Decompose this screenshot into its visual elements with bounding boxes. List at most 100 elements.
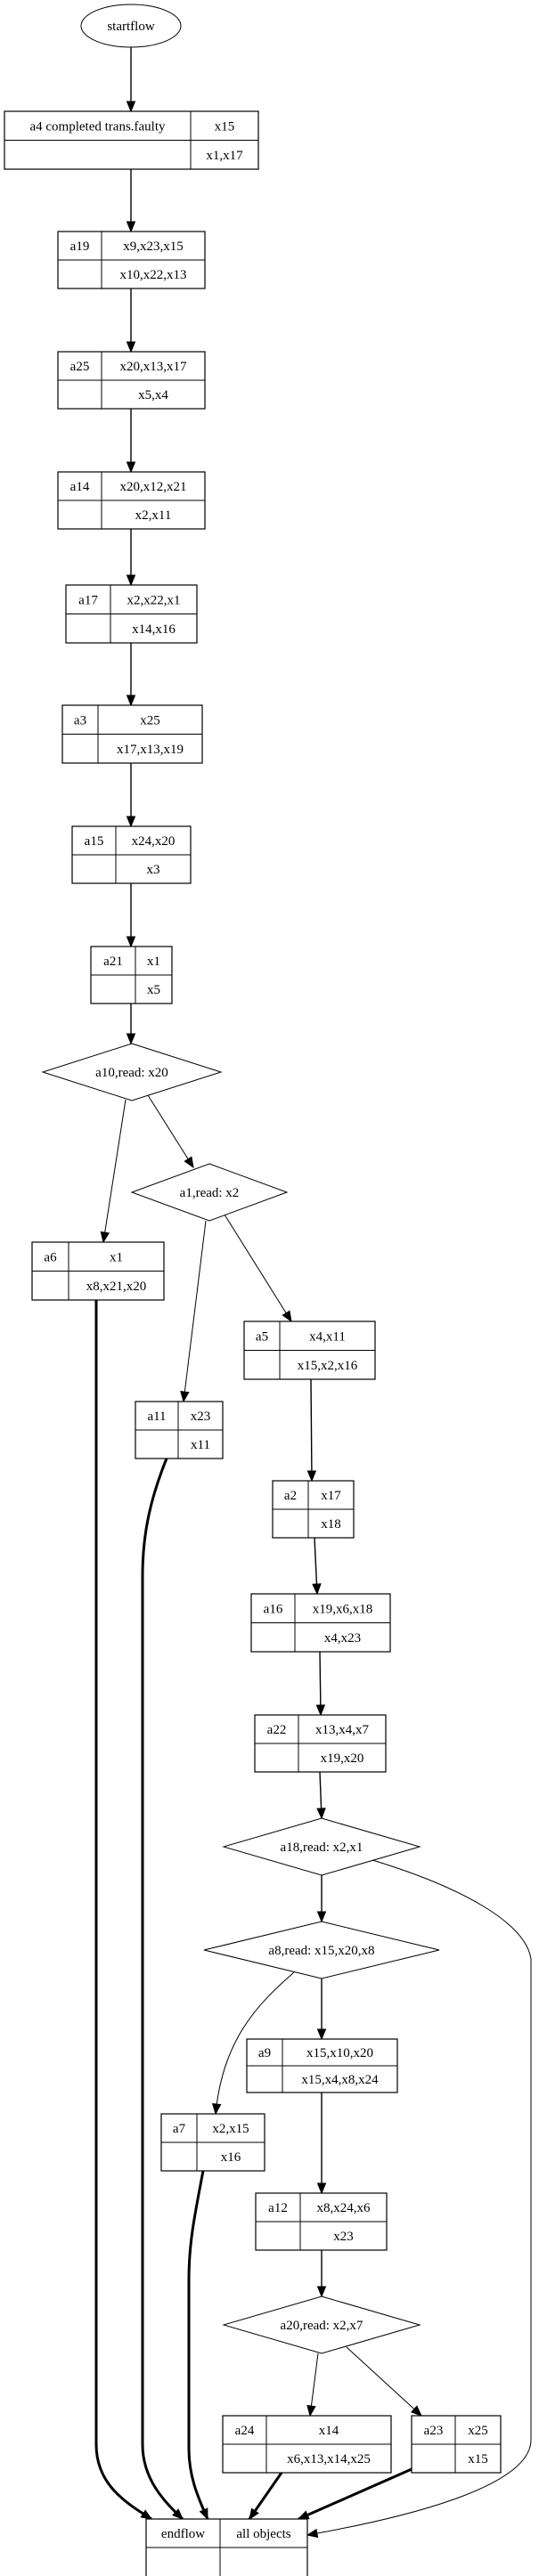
start-label: startflow bbox=[107, 20, 154, 34]
edge-line bbox=[298, 2467, 412, 2521]
activity-read-vars: x15,x4,x8,x24 bbox=[301, 2073, 379, 2087]
edge-a18-to-a8 bbox=[316, 1875, 327, 1923]
activity-name: a16 bbox=[264, 1602, 283, 1616]
edge-a10-to-a1 bbox=[147, 1094, 194, 1169]
activity-name: a7 bbox=[173, 2122, 186, 2136]
arrowhead-icon bbox=[126, 936, 136, 948]
arrowhead-icon bbox=[316, 1808, 326, 1820]
activity-written-vars: x9,x23,x15 bbox=[123, 240, 184, 254]
activity-node-a22[interactable]: a22 x13,x4,x7 x19,x20 bbox=[254, 1714, 387, 1773]
edge-a24-to-endflow bbox=[248, 2472, 283, 2521]
start-ellipse bbox=[80, 4, 182, 48]
end-label: endflow bbox=[161, 2527, 205, 2541]
decision-node-a1[interactable]: a1,read: x2 bbox=[130, 1163, 289, 1222]
activity-read-vars: x8,x21,x20 bbox=[86, 1280, 147, 1294]
arrowhead-icon bbox=[316, 2182, 327, 2195]
edge-line bbox=[319, 1651, 322, 1716]
edge-a4-to-a19 bbox=[126, 169, 136, 233]
activity-written-vars: x15,x10,x20 bbox=[306, 2046, 373, 2060]
edge-line bbox=[224, 1214, 292, 1322]
edge-a25-to-a14 bbox=[126, 409, 136, 474]
activity-written-vars: x13,x4,x7 bbox=[315, 1723, 370, 1737]
arrowhead-icon bbox=[126, 695, 136, 707]
edge-a2-to-a16 bbox=[312, 1537, 322, 1596]
arrowhead-icon bbox=[316, 1911, 327, 1923]
decision-node-a8[interactable]: a8,read: x15,x20,x8 bbox=[203, 1921, 440, 1979]
edge-a18-to-endflow bbox=[306, 1859, 532, 2539]
activity-name: a23 bbox=[424, 2424, 444, 2438]
arrowhead-icon bbox=[126, 461, 136, 474]
edge-a10-to-a6 bbox=[100, 1099, 127, 1244]
activity-name: a6 bbox=[44, 1250, 57, 1264]
edge-line bbox=[187, 2170, 209, 2520]
activity-written-vars: x24,x20 bbox=[132, 834, 176, 849]
edge-a22-to-a18 bbox=[316, 1771, 326, 1820]
arrowhead-icon bbox=[180, 1390, 190, 1403]
decision-diamond bbox=[222, 2296, 421, 2354]
decision-diamond bbox=[41, 1043, 223, 1101]
activity-read-vars: x3 bbox=[147, 863, 160, 877]
edge-a6-to-endflow bbox=[94, 1300, 153, 2521]
edge-line bbox=[346, 2346, 422, 2417]
activity-name: a5 bbox=[256, 1329, 268, 1344]
edge-a5-to-a2 bbox=[306, 1378, 317, 1483]
activity-written-vars: x23 bbox=[191, 1410, 211, 1424]
decision-node-a18[interactable]: a18,read: x2,x1 bbox=[222, 1817, 421, 1876]
activity-name: a11 bbox=[147, 1410, 166, 1424]
arrowhead-icon bbox=[126, 221, 136, 233]
activity-read-vars: x23 bbox=[333, 2230, 354, 2244]
edge-a8-to-a9 bbox=[316, 1979, 327, 2041]
activity-written-vars: x20,x13,x17 bbox=[120, 360, 188, 374]
arrowhead-icon bbox=[297, 2510, 310, 2520]
edge-a15-to-a21 bbox=[126, 883, 136, 948]
decision-label: a8,read: x15,x20,x8 bbox=[268, 1944, 374, 1958]
activity-name: a24 bbox=[235, 2424, 255, 2438]
decision-diamond bbox=[203, 1921, 440, 1979]
activity-name: a19 bbox=[70, 240, 90, 254]
edge-line bbox=[147, 1094, 194, 1168]
decision-node-a20[interactable]: a20,read: x2,x7 bbox=[222, 2296, 421, 2354]
decision-diamond bbox=[130, 1163, 289, 1222]
activity-name: a22 bbox=[267, 1723, 287, 1737]
activity-read-vars: x4,x23 bbox=[324, 1631, 361, 1646]
arrowhead-icon bbox=[126, 101, 136, 113]
activity-read-vars: x1,x17 bbox=[206, 149, 243, 163]
start-node[interactable]: startflow bbox=[80, 4, 182, 48]
activity-read-vars: x19,x20 bbox=[321, 1751, 364, 1766]
activity-written-vars: x8,x24,x6 bbox=[317, 2201, 372, 2215]
arrowhead-icon bbox=[249, 2507, 259, 2521]
decision-node-a10[interactable]: a10,read: x20 bbox=[41, 1043, 223, 1101]
activity-read-vars: x6,x13,x14,x25 bbox=[287, 2452, 371, 2466]
activity-written-vars: x25 bbox=[468, 2424, 488, 2438]
activity-read-vars: x16 bbox=[221, 2150, 241, 2165]
arrowhead-icon bbox=[312, 1583, 322, 1596]
edge-line bbox=[215, 1971, 295, 2115]
activity-read-vars: x2,x11 bbox=[135, 508, 172, 523]
activity-name: a17 bbox=[78, 593, 98, 607]
activity-node-a15[interactable]: a15 x24,x20 x3 bbox=[71, 825, 192, 884]
arrowhead-icon bbox=[172, 2508, 184, 2520]
activity-written-vars: x1 bbox=[147, 955, 160, 969]
activity-name: a15 bbox=[85, 834, 104, 849]
activity-written-vars: x4,x11 bbox=[309, 1329, 346, 1344]
arrowhead-icon bbox=[306, 1470, 317, 1483]
